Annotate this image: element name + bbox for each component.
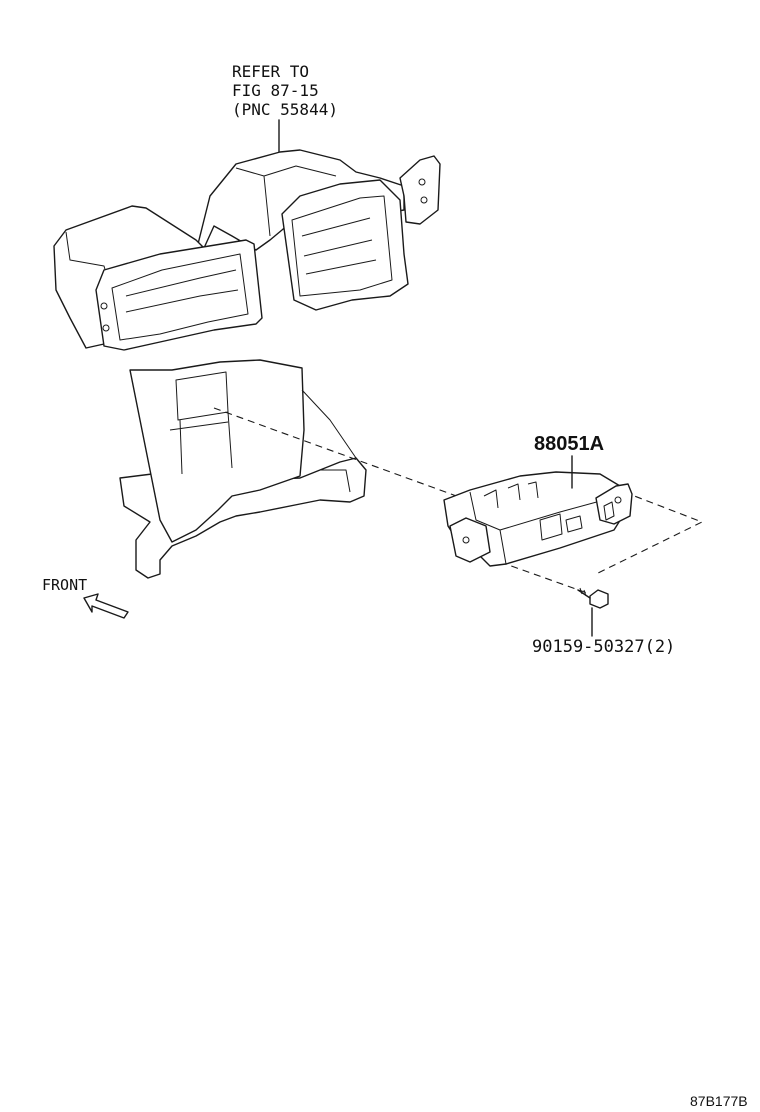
guide-line-part-to-bolt	[499, 561, 591, 595]
reference-label: REFER TO FIG 87-15 (PNC 55844)	[232, 62, 338, 158]
reference-line-3: (PNC 55844)	[232, 100, 338, 119]
part-number-bolt: 90159-50327(2)	[532, 637, 675, 657]
duct-center-body	[129, 359, 305, 543]
module-connector-latch	[565, 515, 583, 533]
duct-riser-detail	[235, 165, 337, 237]
part-bolt: 90159-50327(2)	[532, 587, 675, 657]
bolt-head	[589, 589, 609, 609]
duct-left-screw-hole-1	[100, 302, 108, 310]
reference-line-2: FIG 87-15	[232, 81, 319, 100]
duct-left-outlet-vanes	[125, 269, 239, 313]
module-left-tab	[449, 517, 491, 563]
bolt-thread	[579, 587, 587, 597]
assembly-guide-lines	[213, 407, 704, 595]
duct-left-outlet-frame	[95, 239, 263, 351]
module-connector-port	[539, 513, 563, 541]
front-label: FRONT	[42, 576, 87, 594]
duct-right-edge	[301, 389, 357, 459]
guide-line-duct-to-part	[213, 407, 463, 499]
duct-center-ribs	[169, 411, 233, 475]
duct-right-outlet-inner	[291, 195, 393, 297]
guide-line-part-right	[595, 491, 704, 575]
figure-code: 87B177B	[690, 1093, 748, 1109]
duct-bracket-hole-1	[418, 178, 426, 186]
module-front-edge	[499, 529, 507, 565]
duct-left-screw-hole-2	[102, 324, 110, 332]
module-right-tab-hole	[614, 496, 622, 504]
duct-right-outlet	[281, 179, 409, 311]
duct-right-bracket	[399, 155, 441, 225]
module-right-tab-slot	[603, 501, 615, 521]
part-number-88051a: 88051A	[534, 433, 604, 455]
front-arrow-icon	[83, 593, 129, 619]
duct-foot-detail	[320, 469, 351, 493]
duct-left-outlet-inner	[111, 253, 249, 341]
module-left-tab-hole	[462, 536, 470, 544]
module-ribs	[483, 481, 539, 509]
air-duct-assembly	[53, 149, 441, 579]
bolt-shank	[577, 589, 591, 599]
duct-bracket-hole-2	[420, 196, 428, 204]
duct-right-outlet-vanes	[301, 217, 377, 275]
part-88051a-module: 88051A	[443, 433, 633, 567]
reference-line-1: REFER TO	[232, 62, 309, 81]
front-indicator: FRONT	[42, 576, 129, 619]
